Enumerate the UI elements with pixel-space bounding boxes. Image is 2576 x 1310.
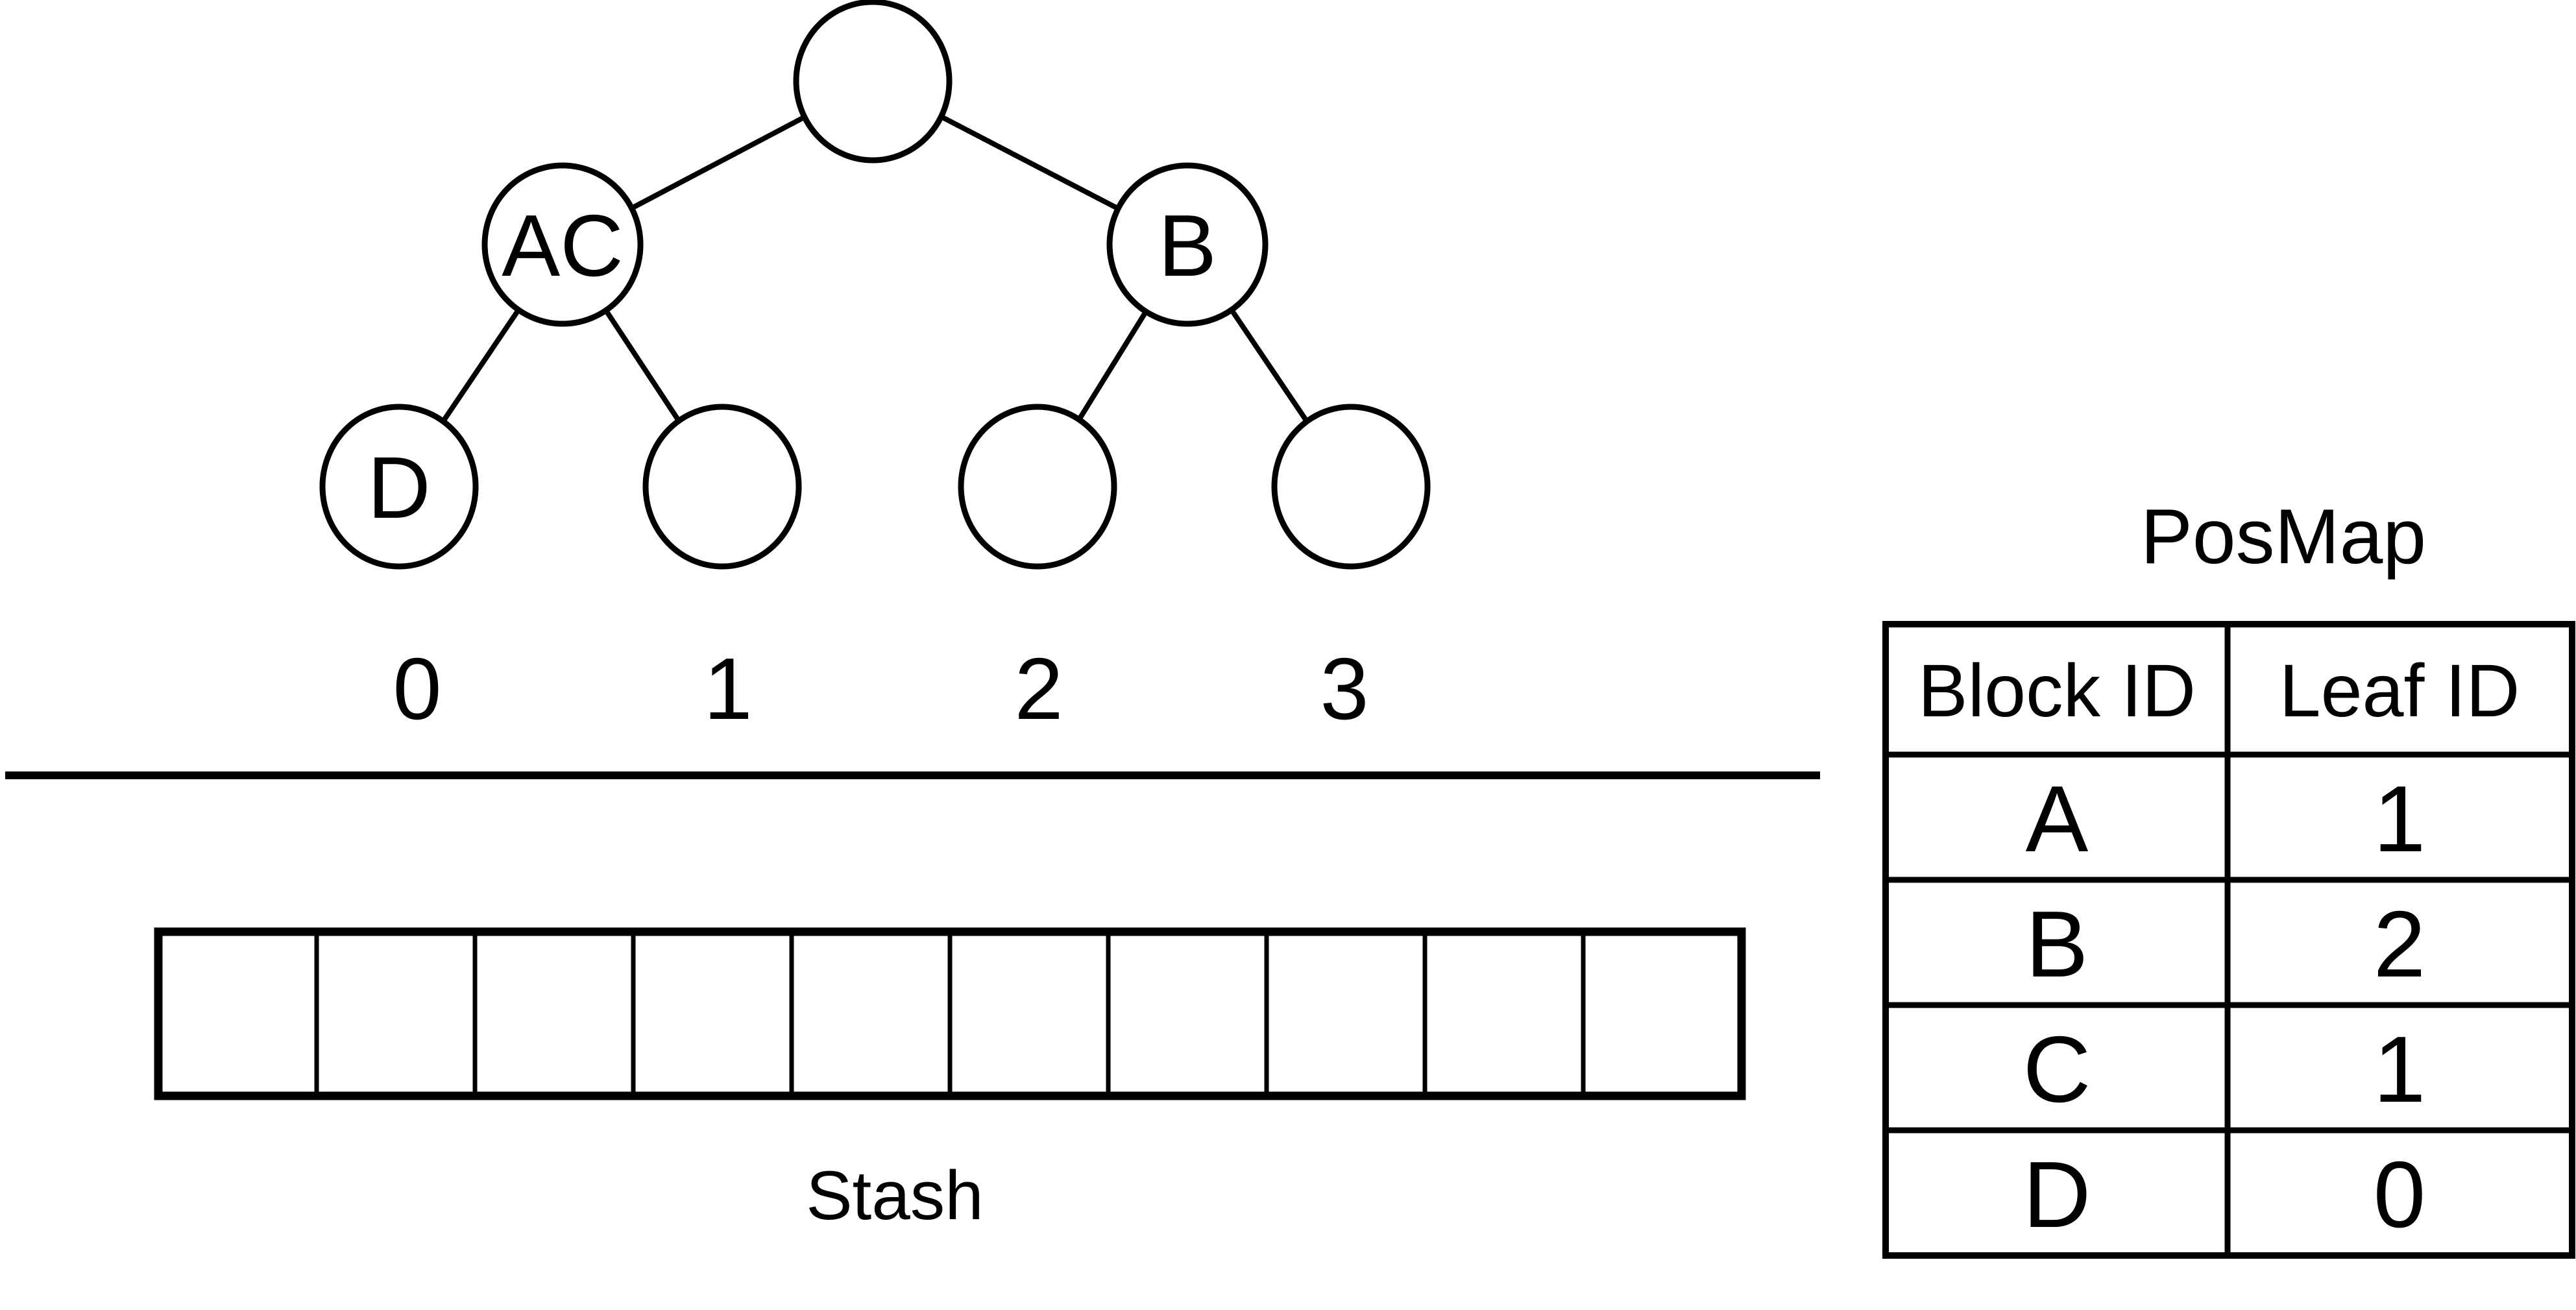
stash-caption: Stash (806, 1156, 984, 1234)
root-node-circle (793, 0, 953, 164)
leaf1-node-circle (642, 404, 802, 570)
node-ac-circle (481, 162, 644, 327)
posmap-cell-leaf-c: 1 (2374, 1017, 2426, 1122)
leaf-id-0: 0 (393, 640, 441, 738)
posmap-title: PosMap (2141, 493, 2426, 580)
stash-array (154, 927, 1746, 1100)
stash-slot-4 (631, 929, 794, 1098)
posmap-cell-block-c: C (2023, 1017, 2091, 1122)
node-b-label: B (1158, 197, 1217, 295)
leaf-id-1: 1 (703, 640, 752, 738)
leaf0-node-circle (319, 404, 479, 570)
leaf-id-2: 2 (1014, 640, 1063, 738)
posmap-header-block-id: Block ID (1918, 649, 2196, 733)
leaf0-node-label: D (367, 439, 431, 537)
leaf3-node-circle (1271, 404, 1431, 570)
tree-nodes: AC B D (319, 0, 1431, 570)
node-ac-label: AC (502, 197, 624, 295)
posmap-cell-leaf-b: 2 (2374, 892, 2426, 997)
stash-outline (154, 927, 1746, 1100)
stash-slot-5 (789, 929, 953, 1098)
posmap: PosMap Block ID Leaf ID A 1 B 2 C 1 D 0 (1882, 493, 2575, 1259)
leaf-id-3: 3 (1320, 640, 1368, 738)
stash-slot-9 (1422, 929, 1586, 1098)
posmap-cell-block-d: D (2023, 1142, 2091, 1247)
posmap-header-leaf-id: Leaf ID (2279, 649, 2520, 733)
posmap-cell-block-b: B (2026, 892, 2089, 997)
node-b-circle (1106, 162, 1269, 327)
stash-slot-1 (156, 929, 319, 1098)
stash-slot-6 (947, 929, 1111, 1098)
leaf2-node-circle (958, 404, 1117, 570)
stash-slot-10 (1581, 929, 1744, 1098)
stash-slot-3 (472, 929, 636, 1098)
posmap-cell-leaf-a: 1 (2374, 766, 2426, 871)
stash-slot-8 (1264, 929, 1428, 1098)
stash-slot-2 (314, 929, 478, 1098)
posmap-cell-leaf-d: 0 (2374, 1142, 2426, 1247)
stash-slot-7 (1106, 929, 1269, 1098)
posmap-cell-block-a: A (2026, 766, 2089, 871)
leaf-id-labels: 0 1 2 3 (393, 640, 1368, 738)
